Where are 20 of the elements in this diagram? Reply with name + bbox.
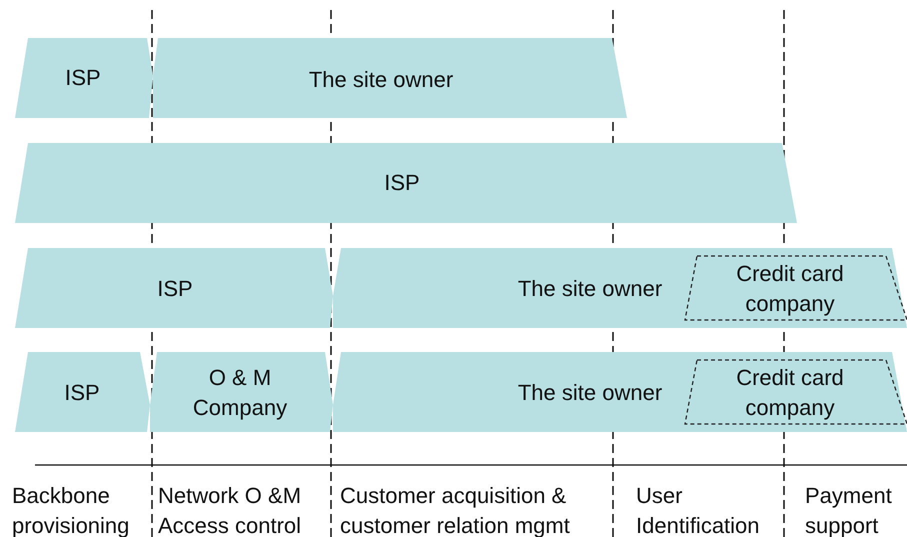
- column-heading: Network O &M Access control: [158, 482, 302, 537]
- role-band: [333, 248, 907, 328]
- role-band: [150, 352, 333, 432]
- role-name: The site owner: [518, 379, 662, 407]
- dashed-trapezoid: [685, 256, 907, 320]
- role-band: [15, 38, 153, 118]
- role-name: The site owner: [308, 66, 454, 94]
- role-name: ISP: [64, 379, 100, 407]
- role-band: [15, 143, 797, 223]
- role-band: [15, 352, 150, 432]
- role-name: ISP: [157, 275, 193, 303]
- column-heading: User Identification: [636, 482, 761, 537]
- role-name: Credit card company: [735, 260, 845, 318]
- role-name: ISP: [65, 64, 101, 92]
- role-name: The site owner: [518, 275, 662, 303]
- role-name: Credit card company: [735, 364, 845, 422]
- role-band: [15, 248, 333, 328]
- role-name: ISP: [384, 169, 420, 197]
- role-name: O & M Company: [192, 364, 288, 422]
- dashed-trapezoid: [685, 360, 907, 424]
